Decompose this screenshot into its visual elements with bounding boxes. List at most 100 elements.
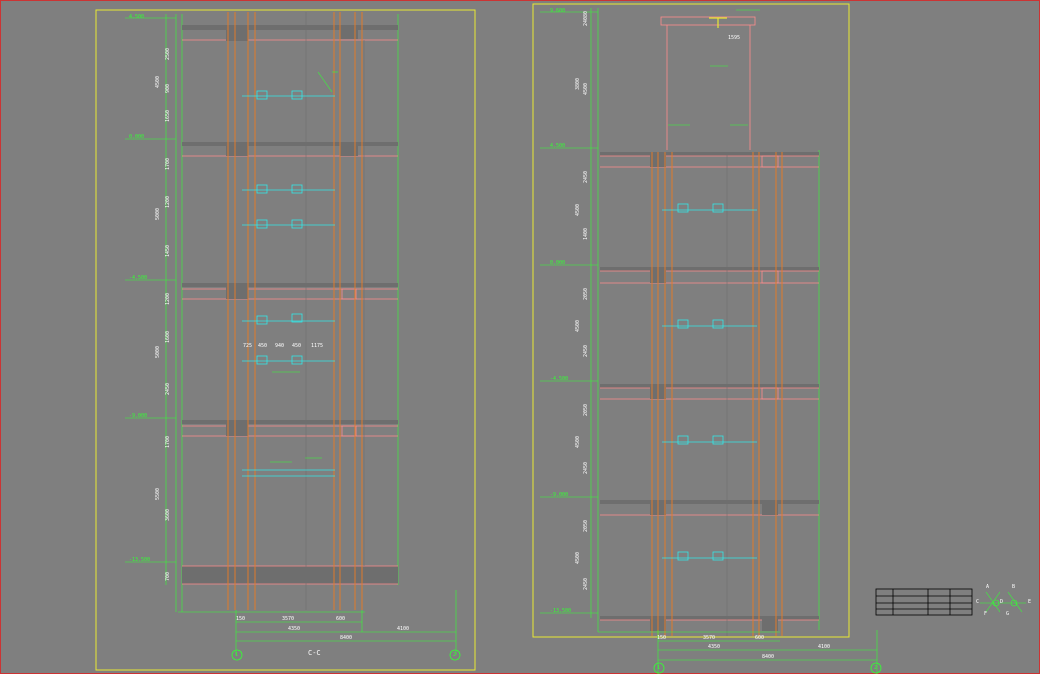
left-vdim-11: 5000 (155, 345, 161, 358)
left-elevation-4: -9.000 (129, 413, 148, 419)
right-elevation-1: 9.600 (550, 8, 566, 14)
left-elevation-5: -13.500 (129, 557, 151, 563)
left-bottom-dim-1: 150 (236, 616, 246, 622)
right-vdim-7: 1400 (583, 227, 589, 240)
left-vdim-1: 2500 (165, 47, 171, 60)
right-columns (651, 152, 783, 636)
left-annotation-leaders (270, 71, 338, 463)
right-bottom-dims (598, 630, 878, 674)
left-pipe-dim-5: 1175 (311, 343, 324, 349)
right-bottom-dim-3: 600 (755, 635, 765, 641)
right-top-marker (709, 17, 727, 28)
legend-symbol-2: B (1012, 584, 1016, 590)
left-vdim-6: 1200 (165, 195, 171, 208)
right-bottom-dim-4: 4350 (708, 644, 721, 650)
left-bottom-dim-4: 4350 (288, 626, 301, 632)
left-axis-marker-1 (231, 649, 243, 661)
right-vdim-15: 4500 (575, 551, 581, 564)
left-axis-label-2: 2 (453, 652, 457, 658)
right-frame (532, 3, 850, 638)
right-bottom-dim-5: 4100 (818, 644, 831, 650)
left-bottom-dim-6: 8400 (340, 635, 353, 641)
left-slabs (182, 25, 398, 585)
right-top-dim: 1595 (728, 35, 741, 41)
left-elevation-markers (125, 17, 176, 563)
left-section-title: C-C (308, 649, 321, 657)
right-vdim-10: 2450 (583, 344, 589, 357)
left-elevation-2: 0.000 (129, 134, 145, 140)
legend-symbol-1: A (986, 584, 990, 590)
right-pipes (662, 203, 757, 561)
left-vdim-14: 5500 (155, 487, 161, 500)
right-dim-chain (590, 8, 820, 632)
legend-symbol-3: C (976, 599, 980, 605)
right-vdim-14: 2050 (583, 519, 589, 532)
right-vdim-5: 2450 (583, 170, 589, 183)
left-vdim-8: 1450 (165, 244, 171, 257)
left-vdim-7: 5000 (155, 207, 161, 220)
left-vdim-5: 1700 (165, 157, 171, 170)
left-axis-label-1: 1 (235, 652, 239, 658)
left-pipe-dim-4: 450 (292, 343, 302, 349)
legend-symbol-6: F (984, 611, 988, 617)
left-bottom-dim-5: 4100 (397, 626, 410, 632)
left-vdim-9: 1200 (165, 292, 171, 305)
left-pipes (242, 90, 335, 477)
right-vdim-8: 2050 (583, 287, 589, 300)
right-axis-label-1: 1 (657, 665, 661, 671)
left-axis-marker-2 (449, 649, 461, 661)
right-vdim-3: 3800 (575, 77, 581, 90)
left-bottom-dim-3: 600 (336, 616, 346, 622)
right-elevation-3: 0.000 (550, 260, 566, 266)
left-frame (95, 9, 476, 671)
legend-symbol-5: E (1028, 599, 1032, 605)
left-vdim-2: 4500 (155, 75, 161, 88)
right-vdim-1: 240 (583, 16, 589, 26)
left-pipe-dim-3: 940 (275, 343, 285, 349)
left-vdim-4: 1650 (165, 109, 171, 122)
right-vdim-13: 2450 (583, 461, 589, 474)
left-vdim-12: 2450 (165, 382, 171, 395)
left-bottom-dims (178, 590, 457, 655)
right-parapet (660, 16, 756, 150)
left-bottom-dim-2: 3570 (282, 616, 295, 622)
right-elevation-markers (540, 11, 598, 614)
right-elevation-5: -9.000 (550, 492, 569, 498)
right-elevation-2: 4.500 (550, 143, 566, 149)
left-dim-chain (165, 14, 399, 612)
legend-symbol-4: D (1000, 599, 1004, 605)
left-vdim-13: 1700 (165, 435, 171, 448)
right-vdim-11: 2050 (583, 403, 589, 416)
left-vdim-16: 700 (165, 571, 171, 581)
left-pipe-dim-2: 450 (258, 343, 268, 349)
right-vdim-16: 2450 (583, 577, 589, 590)
right-annotation-leaders (668, 9, 760, 126)
left-vdim-3: 900 (165, 83, 171, 93)
right-axis-label-2: 2 (874, 665, 878, 671)
left-elevation-3: -4.500 (129, 275, 148, 281)
legend-symbol-graph (980, 591, 1026, 613)
right-vdim-12: 4500 (575, 435, 581, 448)
right-bottom-dim-6: 8400 (762, 654, 775, 660)
title-block (875, 588, 973, 616)
right-vdim-4: 4500 (583, 82, 589, 95)
right-elevation-4: -4.500 (550, 376, 569, 382)
right-vdim-9: 4500 (575, 319, 581, 332)
left-vdim-15: 3600 (165, 508, 171, 521)
right-slabs (600, 152, 819, 631)
right-axis-marker-1 (653, 662, 665, 674)
left-vdim-10: 1600 (165, 330, 171, 343)
right-bottom-dim-2: 3570 (703, 635, 716, 641)
right-bottom-dim-1: 150 (657, 635, 667, 641)
legend-symbol-7: G (1006, 611, 1010, 617)
left-columns (227, 12, 363, 610)
right-vdim-2: 80 (583, 10, 589, 17)
right-vdim-6: 4500 (575, 203, 581, 216)
left-elevation-1: 4.500 (129, 14, 145, 20)
left-pipe-dim-1: 725 (243, 343, 253, 349)
right-axis-marker-2 (870, 662, 882, 674)
left-grid-lines (305, 12, 365, 610)
